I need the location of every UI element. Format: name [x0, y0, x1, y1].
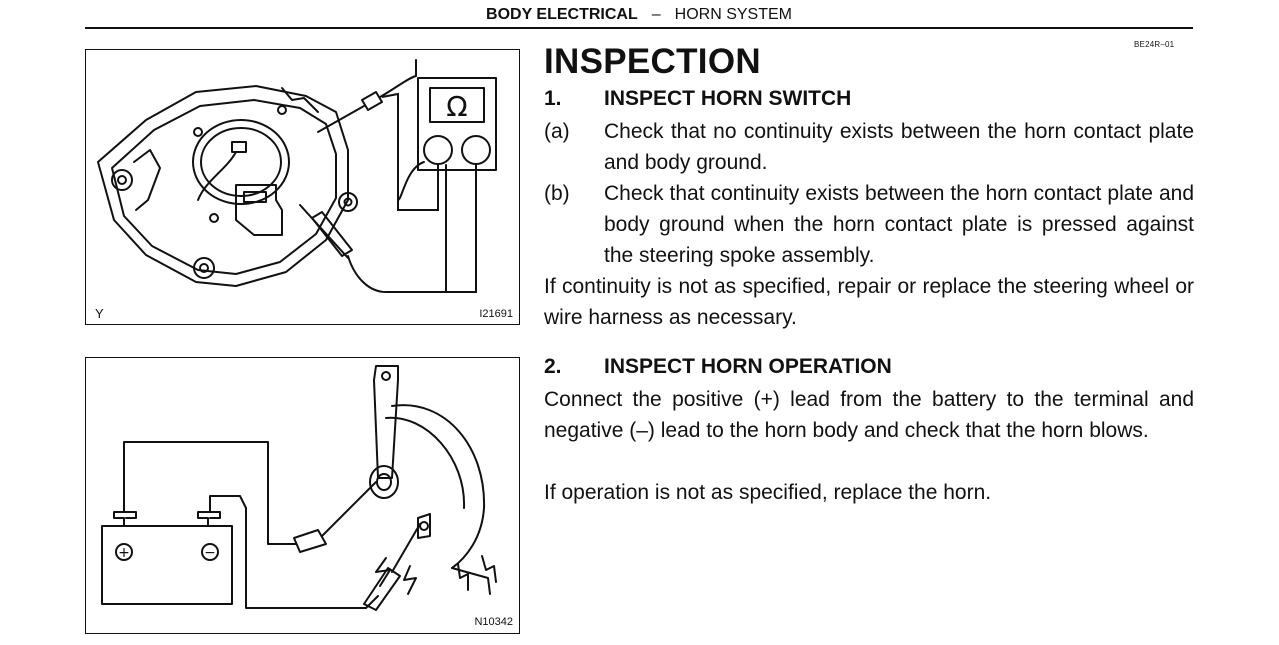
step-1-note: If continuity is not as specified, repai… [544, 275, 1194, 329]
item-label: (b) [544, 182, 570, 205]
figure-corner-mark: Y [95, 306, 104, 321]
ohm-symbol: Ω [446, 90, 467, 123]
step-1-item-a: (a) Check that no continuity exists betw… [544, 116, 1194, 178]
step-number: 1. [544, 87, 562, 110]
item-label: (a) [544, 120, 570, 143]
item-text: Check that no continuity exists between … [604, 120, 1194, 174]
horn-switch-illustration: Ω [97, 59, 497, 293]
step-2-note: If operation is not as specified, replac… [544, 481, 992, 504]
figure-id: N10342 [474, 616, 513, 628]
figure-id: I21691 [479, 308, 513, 320]
header-section: BODY ELECTRICAL [486, 6, 638, 23]
step-2-instruction: Connect the positive (+) lead from the b… [544, 388, 1194, 442]
step-2-heading: 2. INSPECT HORN OPERATION [544, 355, 892, 379]
header-separator: – [651, 6, 661, 23]
item-text: Check that continuity exists between the… [604, 182, 1194, 267]
battery-positive-symbol: + [118, 545, 130, 561]
page-title: INSPECTION [544, 42, 761, 81]
header-topic: HORN SYSTEM [674, 6, 792, 23]
step-1-heading: 1. INSPECT HORN SWITCH [544, 87, 851, 111]
page-header: BODY ELECTRICAL–HORN SYSTEM [85, 6, 1193, 28]
document-code: BE24R–01 [1134, 40, 1175, 49]
horn-operation-illustration: + − [101, 365, 497, 611]
horn-switch-figure: Ω Y I21691 [85, 49, 520, 325]
header-rule [85, 27, 1193, 29]
step-1-item-b: (b) Check that continuity exists between… [544, 178, 1194, 271]
step-title: INSPECT HORN SWITCH [604, 87, 852, 110]
step-number: 2. [544, 355, 562, 378]
battery-negative-symbol: − [204, 545, 216, 561]
step-title: INSPECT HORN OPERATION [604, 355, 892, 378]
horn-operation-figure: + − N10342 [85, 357, 520, 634]
